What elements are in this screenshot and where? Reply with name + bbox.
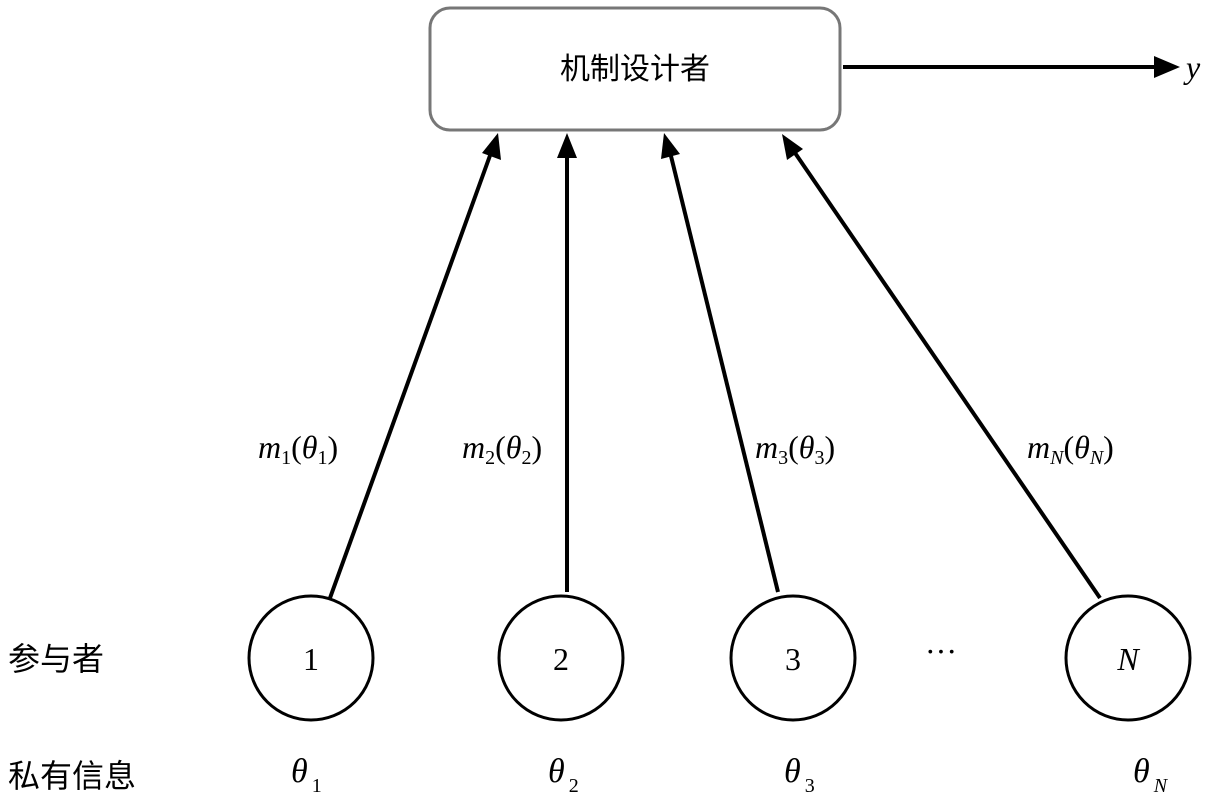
participant-node-2 bbox=[497, 594, 625, 722]
message-label-2: m2(θ2) bbox=[462, 429, 542, 469]
participant-node-1 bbox=[247, 594, 375, 722]
ellipsis: ··· bbox=[925, 633, 957, 669]
participant-node-3-label: 3 bbox=[785, 641, 801, 677]
arrowhead-participant-n bbox=[782, 134, 803, 160]
participant-node-2-label: 2 bbox=[553, 641, 569, 677]
message-label-3: m3(θ3) bbox=[755, 429, 835, 469]
output-label: y bbox=[1183, 49, 1201, 85]
participant-node-3 bbox=[729, 594, 857, 722]
output-arrowhead bbox=[1154, 56, 1180, 78]
participant-node-n bbox=[1064, 594, 1192, 722]
arrow-participant-1 bbox=[328, 149, 494, 599]
message-label-n: mN(θN) bbox=[1027, 429, 1114, 469]
private-info-row-label: 私有信息 bbox=[8, 757, 136, 795]
participant-node-n-label: N bbox=[1116, 641, 1140, 677]
arrow-participant-3 bbox=[668, 151, 780, 593]
arrowhead-participant-2 bbox=[557, 133, 577, 158]
designer-box bbox=[428, 6, 842, 132]
message-label-1: m1(θ1) bbox=[258, 429, 338, 469]
participants-row-label: 参与者 bbox=[8, 640, 104, 678]
arrowhead-participant-3 bbox=[661, 133, 680, 159]
arrow-participant-n bbox=[791, 148, 1102, 600]
participant-node-1-label: 1 bbox=[303, 641, 319, 677]
designer-label: 机制设计者 bbox=[560, 52, 710, 87]
arrowhead-participant-1 bbox=[482, 133, 501, 160]
